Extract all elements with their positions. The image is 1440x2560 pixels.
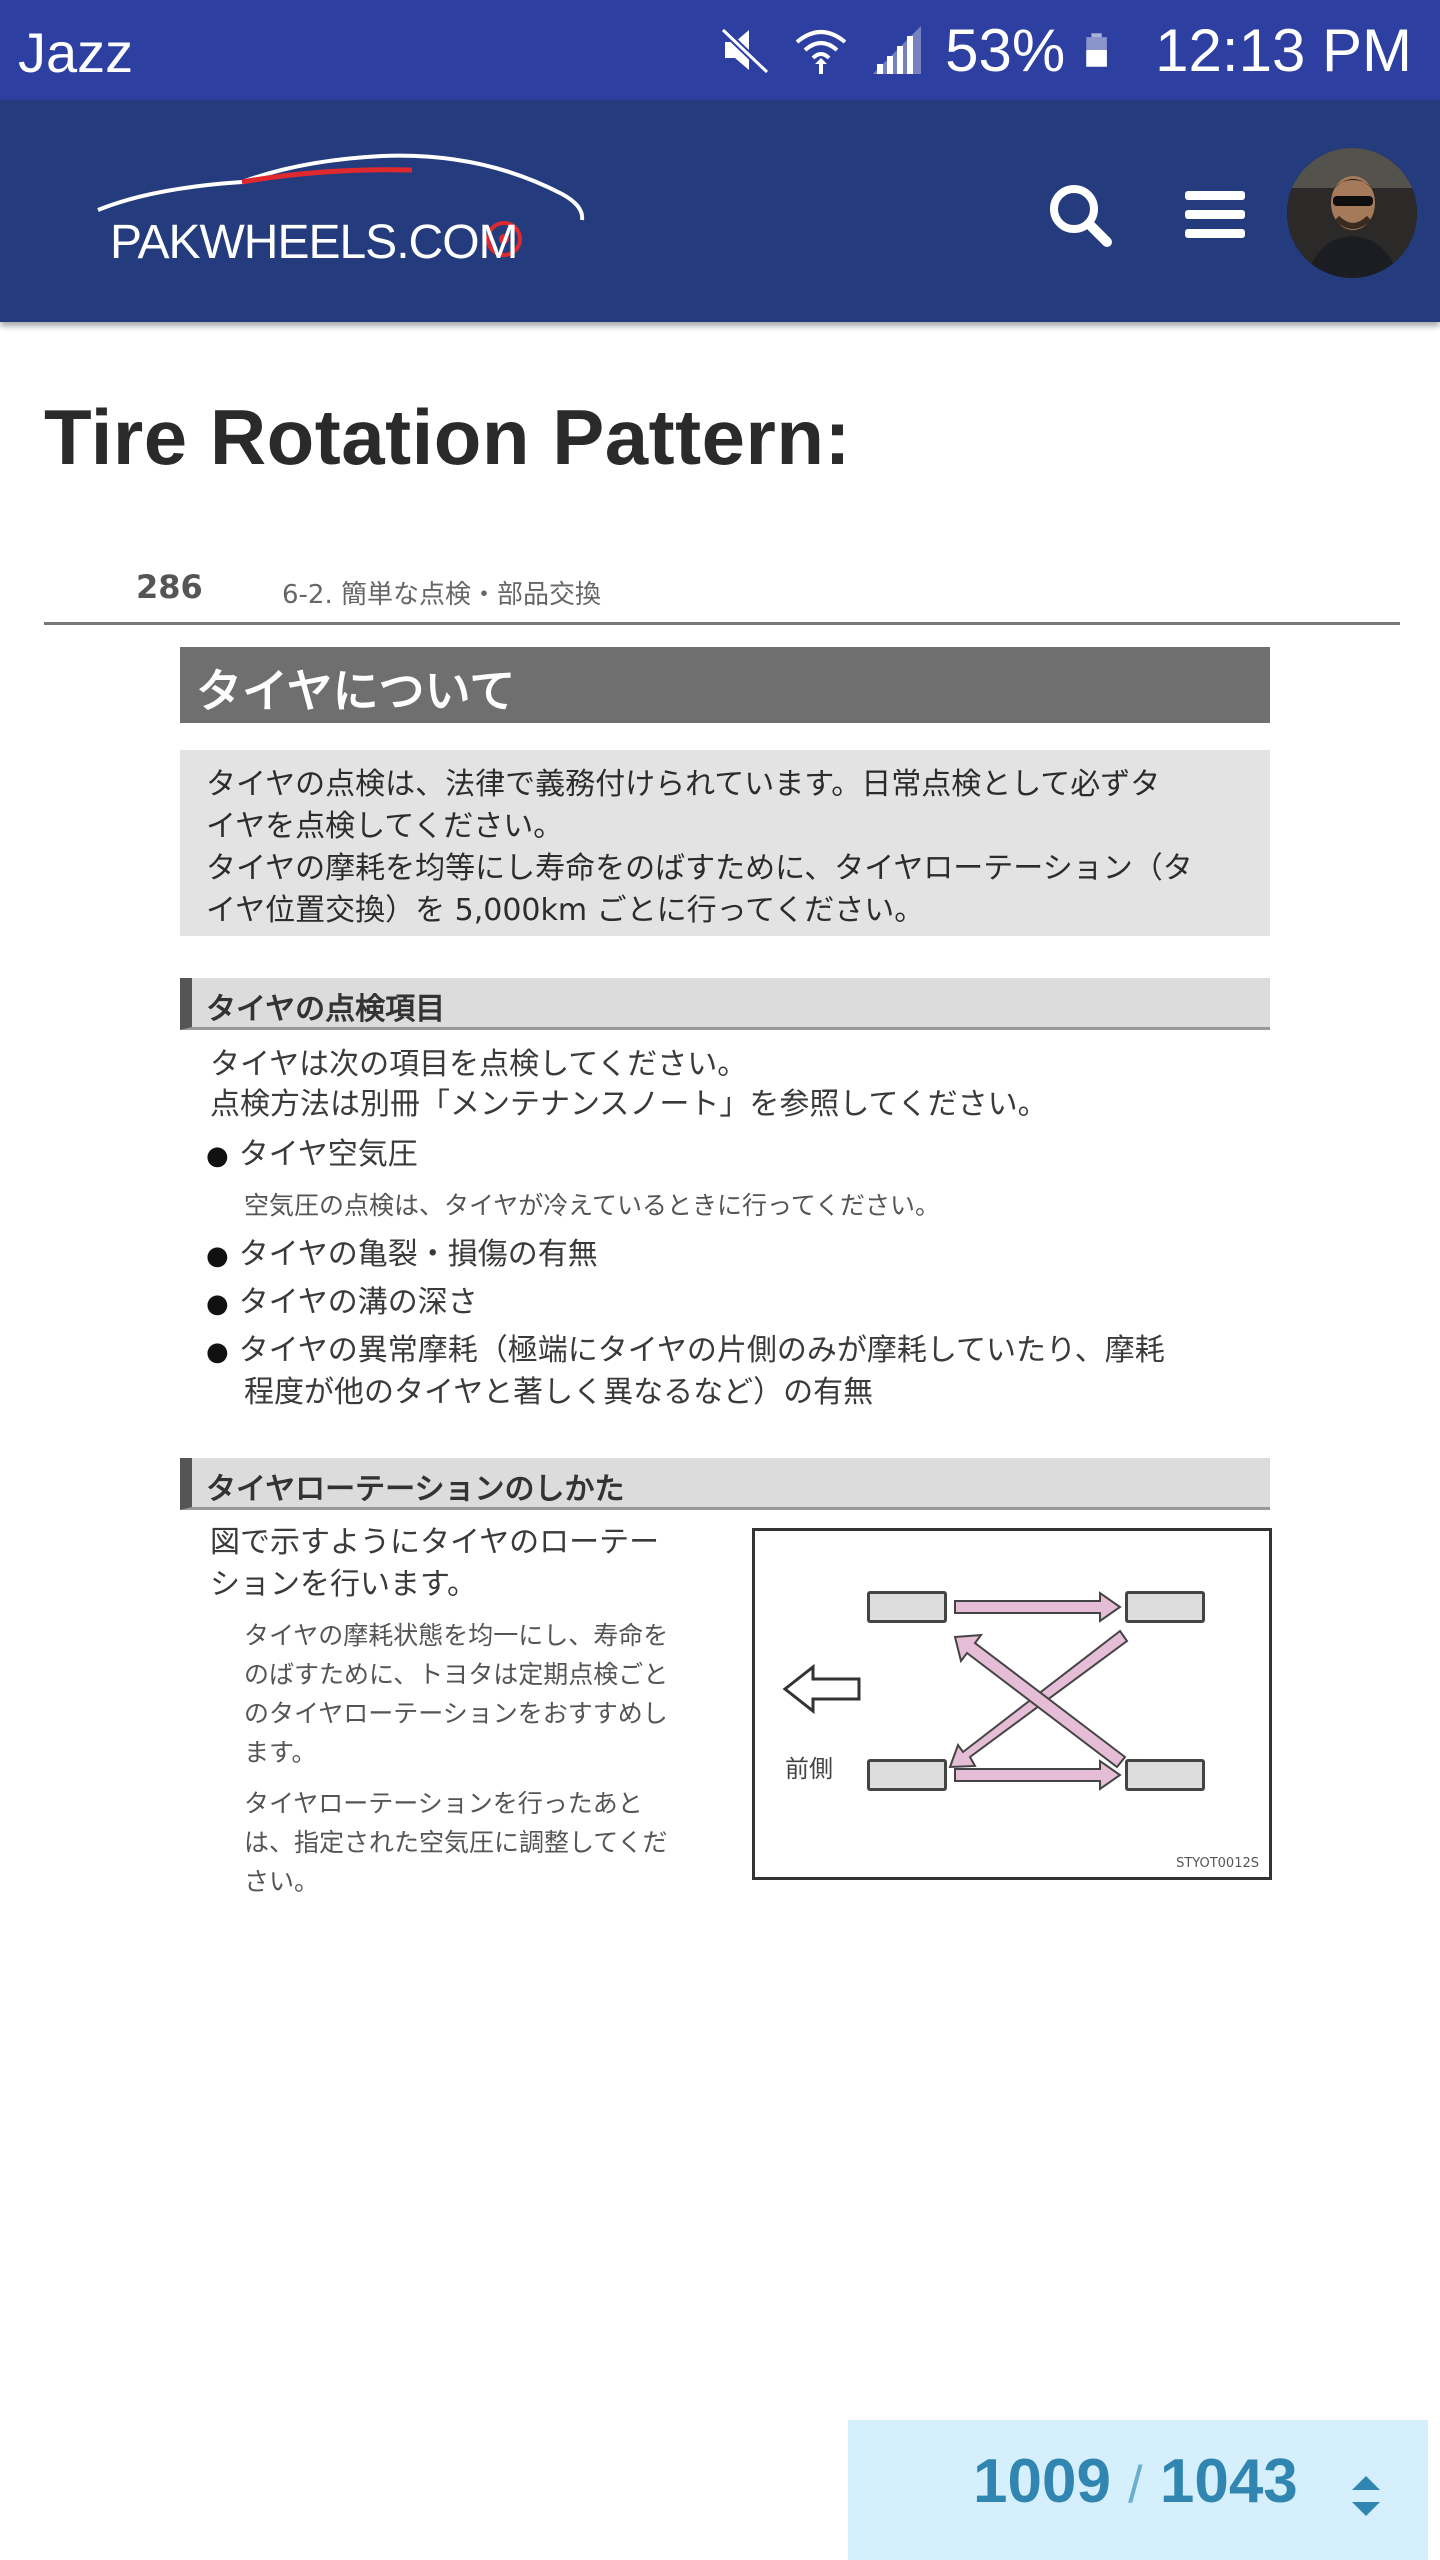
page-title: Tire Rotation Pattern:	[44, 393, 851, 481]
bullet-wear-cont: 程度が他のタイヤと著しく異なるなど）の有無	[244, 1375, 874, 1410]
inspection-line: 点検方法は別冊「メンテナンスノート」を参照してください。	[210, 1087, 1048, 1122]
manual-divider	[44, 622, 1400, 625]
avatar-image	[1287, 148, 1417, 278]
rotation-note: ます。	[244, 1738, 317, 1767]
inspection-line: タイヤは次の項目を点検してください。	[210, 1047, 748, 1082]
clock: 12:13 PM	[1155, 16, 1412, 84]
signal-icon	[873, 26, 922, 74]
bullet-damage: タイヤの亀裂・損傷の有無	[206, 1234, 598, 1277]
rotation-arrows	[782, 1591, 1129, 1791]
manual-page-image: 286 6-2. 簡単な点検・部品交換 タイヤについて タイヤの点検は、法律で義…	[44, 550, 1400, 1910]
tire-rear-left	[1125, 1591, 1205, 1623]
status-bar: Jazz 53% 12:13 PM	[0, 0, 1440, 100]
up-down-arrows-icon[interactable]	[1346, 2466, 1386, 2526]
diagram-front-label: 前側	[785, 1755, 833, 1783]
counter-separator: /	[1128, 2456, 1143, 2514]
carrier-name: Jazz	[18, 21, 134, 84]
rotation-note: のタイヤローテーションをおすすめし	[244, 1699, 668, 1728]
intro-line: イヤを点検してください。	[206, 809, 564, 844]
intro-line: イヤ位置交換）を 5,000km ごとに行ってください。	[206, 893, 925, 928]
menu-button[interactable]	[1170, 170, 1260, 260]
front-arrow-icon	[782, 1663, 861, 1715]
site-header: PAKWHEELS.COM	[0, 100, 1440, 322]
bullet-wear: タイヤの異常摩耗（極端にタイヤの片側のみが摩耗していたり、摩耗	[206, 1330, 1165, 1373]
battery-icon	[1086, 33, 1108, 67]
manual-section-label: 6-2. 簡単な点検・部品交換	[282, 580, 601, 610]
menu-icon	[1185, 191, 1245, 238]
mute-icon	[720, 27, 770, 75]
search-button[interactable]	[1035, 170, 1125, 260]
rotation-note: タイヤの摩耗状態を均一にし、寿命を	[244, 1621, 669, 1650]
pakwheels-logo[interactable]	[92, 148, 602, 278]
status-icons: 53% 12:13 PM	[717, 14, 1412, 86]
total-posts: 1043	[1159, 2447, 1298, 2516]
intro-line: タイヤの摩耗を均等にし寿命をのばすために、タイヤローテーション（タ	[206, 851, 1193, 886]
battery-percent: 53%	[945, 16, 1066, 84]
post-counter[interactable]: 1009 / 1043	[848, 2420, 1428, 2560]
inspection-heading: タイヤの点検項目	[180, 978, 1270, 1030]
rotation-note: さい。	[244, 1867, 320, 1896]
diagram-code: STYOT0012S	[1176, 1856, 1259, 1871]
rotation-heading: タイヤローテーションのしかた	[180, 1458, 1270, 1510]
manual-page-number: 286	[136, 568, 203, 606]
rotation-diagram: 前側 STYOT0012S	[752, 1528, 1272, 1880]
logo-text: PAKWHEELS.COM	[110, 216, 519, 269]
rotation-line: ションを行います。	[210, 1567, 477, 1602]
manual-banner: タイヤについて	[180, 647, 1270, 723]
rotation-note: タイヤローテーションを行ったあと	[244, 1789, 643, 1818]
rotation-note: のばすために、トヨタは定期点検ごと	[244, 1660, 669, 1689]
intro-line: タイヤの点検は、法律で義務付けられています。日常点検として必ずタ	[206, 767, 1161, 802]
user-avatar[interactable]	[1287, 148, 1417, 278]
search-icon	[1050, 185, 1112, 247]
current-post: 1009	[973, 2447, 1111, 2516]
pressure-note: 空気圧の点検は、タイヤが冷えているときに行ってください。	[244, 1191, 941, 1220]
tire-front-right	[867, 1759, 947, 1791]
rotation-note: は、指定された空気圧に調整してくだ	[244, 1828, 668, 1857]
counter-text: 1009 / 1043	[973, 2446, 1298, 2517]
bullet-tread: タイヤの溝の深さ	[206, 1282, 478, 1325]
tire-front-left	[867, 1591, 947, 1623]
manual-intro: タイヤの点検は、法律で義務付けられています。日常点検として必ずタ イヤを点検して…	[180, 750, 1270, 936]
bullet-pressure: タイヤ空気圧	[206, 1134, 418, 1177]
rotation-line: 図で示すようにタイヤのローテー	[210, 1525, 660, 1560]
wifi-icon	[795, 30, 847, 74]
tire-rear-right	[1125, 1759, 1205, 1791]
